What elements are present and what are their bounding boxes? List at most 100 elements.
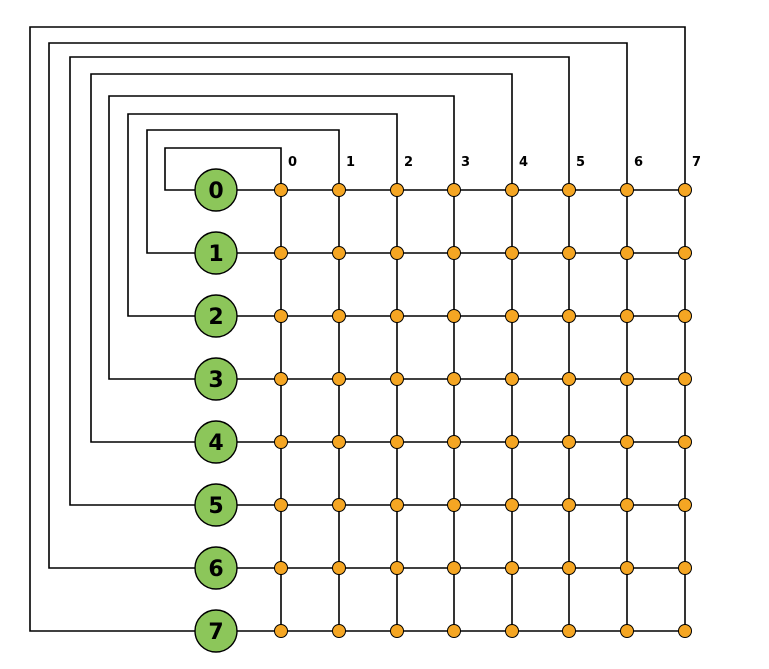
junction-dot-r1-c5 <box>562 246 576 260</box>
junction-dot-r7-c6 <box>620 624 634 638</box>
junction-dot-r2-c7 <box>678 309 692 323</box>
junction-dot-r0-c5 <box>562 183 576 197</box>
junction-dot-r2-c6 <box>620 309 634 323</box>
feedback-wire-1 <box>146 129 340 254</box>
junction-dot-r6-c7 <box>678 561 692 575</box>
row-node-circle <box>194 546 238 590</box>
row-label: 3 <box>208 368 223 393</box>
junction-dot-r0-c7 <box>678 183 692 197</box>
junction-dot-r0-c4 <box>505 183 519 197</box>
feedback-wire-5 <box>69 56 570 506</box>
junction-dot-r3-c2 <box>390 372 404 386</box>
feedback-wire-7 <box>29 26 686 632</box>
junction-dot-r1-c2 <box>390 246 404 260</box>
junction-dot-r5-c7 <box>678 498 692 512</box>
row-label: 2 <box>208 305 223 330</box>
row-node-2: 2 <box>194 294 238 338</box>
junction-dot-r1-c0 <box>274 246 288 260</box>
junction-dot-r3-c1 <box>332 372 346 386</box>
junction-dot-r3-c4 <box>505 372 519 386</box>
row-node-circle <box>194 420 238 464</box>
junction-dot-r5-c1 <box>332 498 346 512</box>
junction-dot-r4-c3 <box>447 435 461 449</box>
junction-dot-r5-c2 <box>390 498 404 512</box>
junction-dot-r0-c3 <box>447 183 461 197</box>
junction-dot-r4-c2 <box>390 435 404 449</box>
junction-dot-r2-c2 <box>390 309 404 323</box>
row-node-0: 0 <box>194 168 238 212</box>
junction-dot-r3-c6 <box>620 372 634 386</box>
junction-dot-r2-c5 <box>562 309 576 323</box>
row-label: 0 <box>208 179 223 204</box>
column-label-4: 4 <box>519 155 528 170</box>
row-node-circle <box>194 483 238 527</box>
column-label-2: 2 <box>404 155 413 170</box>
junction-dot-r4-c0 <box>274 435 288 449</box>
feedback-wire-0 <box>164 147 282 191</box>
row-label: 1 <box>208 242 223 267</box>
junction-dot-r6-c5 <box>562 561 576 575</box>
row-node-1: 1 <box>194 231 238 275</box>
row-node-3: 3 <box>194 357 238 401</box>
junction-dot-r5-c0 <box>274 498 288 512</box>
junction-dot-r1-c7 <box>678 246 692 260</box>
junction-dot-r7-c5 <box>562 624 576 638</box>
junction-dot-r0-c6 <box>620 183 634 197</box>
junction-dot-r7-c1 <box>332 624 346 638</box>
row-node-circle <box>194 357 238 401</box>
junction-dot-r0-c1 <box>332 183 346 197</box>
junction-dot-r4-c7 <box>678 435 692 449</box>
junction-dot-r7-c0 <box>274 624 288 638</box>
feedback-wire-6 <box>48 42 628 569</box>
column-label-1: 1 <box>346 155 355 170</box>
junction-dot-r5-c5 <box>562 498 576 512</box>
row-label: 4 <box>208 431 223 456</box>
junction-dot-r3-c7 <box>678 372 692 386</box>
junction-dot-r1-c3 <box>447 246 461 260</box>
feedback-wires <box>29 26 686 632</box>
junction-dot-r6-c2 <box>390 561 404 575</box>
grid-lines <box>237 189 686 632</box>
junction-dot-r7-c7 <box>678 624 692 638</box>
row-node-circle <box>194 231 238 275</box>
junction-dot-r0-c0 <box>274 183 288 197</box>
junction-dot-r7-c3 <box>447 624 461 638</box>
feedback-wire-2 <box>127 113 398 317</box>
row-node-7: 7 <box>194 609 238 653</box>
row-node-5: 5 <box>194 483 238 527</box>
junction-dot-r1-c4 <box>505 246 519 260</box>
column-label-5: 5 <box>576 155 585 170</box>
junction-dot-r6-c3 <box>447 561 461 575</box>
row-nodes: 0 1 2 3 4 5 6 7 <box>194 168 238 653</box>
row-node-4: 4 <box>194 420 238 464</box>
row-node-circle <box>194 609 238 653</box>
junction-dot-r4-c5 <box>562 435 576 449</box>
junction-dot-r6-c1 <box>332 561 346 575</box>
column-labels: 0 1 2 3 4 5 6 7 <box>288 155 701 170</box>
row-label: 6 <box>208 557 223 582</box>
row-label: 7 <box>208 620 223 645</box>
junction-dots <box>274 183 692 638</box>
column-label-0: 0 <box>288 155 297 170</box>
row-node-circle <box>194 294 238 338</box>
column-label-7: 7 <box>692 155 701 170</box>
junction-dot-r0-c2 <box>390 183 404 197</box>
junction-dot-r2-c4 <box>505 309 519 323</box>
junction-dot-r4-c1 <box>332 435 346 449</box>
row-label: 5 <box>208 494 223 519</box>
junction-dot-r3-c3 <box>447 372 461 386</box>
junction-dot-r2-c1 <box>332 309 346 323</box>
feedback-wire-4 <box>90 73 513 443</box>
junction-dot-r4-c6 <box>620 435 634 449</box>
junction-dot-r7-c2 <box>390 624 404 638</box>
column-label-6: 6 <box>634 155 643 170</box>
junction-dot-r3-c0 <box>274 372 288 386</box>
row-node-6: 6 <box>194 546 238 590</box>
junction-dot-r1-c6 <box>620 246 634 260</box>
feedback-wire-3 <box>108 95 455 380</box>
junction-dot-r1-c1 <box>332 246 346 260</box>
junction-dot-r5-c3 <box>447 498 461 512</box>
column-label-3: 3 <box>461 155 470 170</box>
junction-dot-r6-c0 <box>274 561 288 575</box>
